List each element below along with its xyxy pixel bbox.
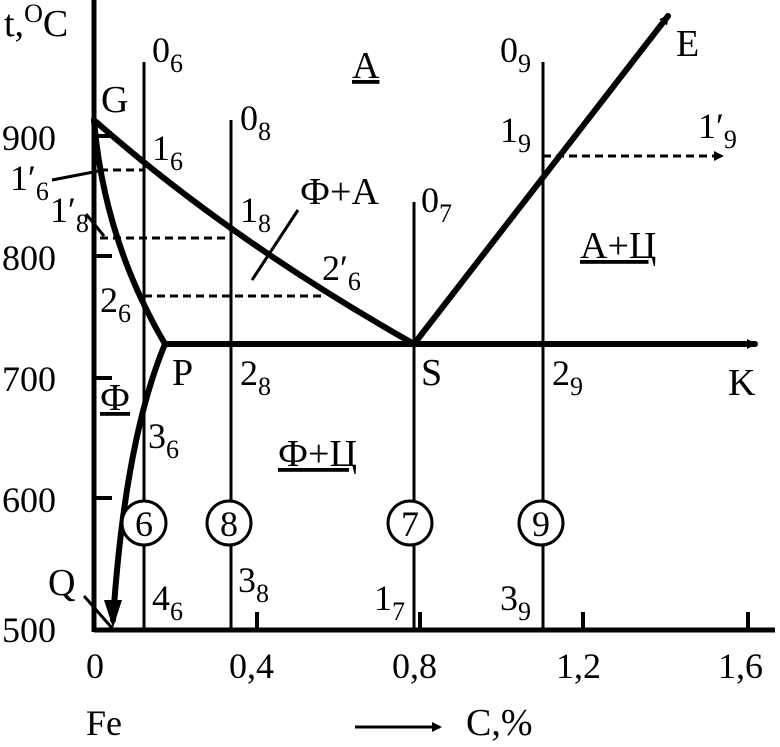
svg-text:9: 9 [532, 504, 550, 544]
alloy-circle-6: 6 [120, 499, 168, 547]
y-tick-label-600: 600 [2, 480, 56, 520]
x-tick-label-0.8: 0,8 [392, 646, 437, 686]
label-0-7: 07 [421, 180, 452, 228]
label-3-9: 39 [500, 578, 531, 626]
line-se [411, 13, 671, 347]
label-0-9: 09 [500, 30, 531, 78]
y-axis-label: t,OC [4, 0, 68, 45]
fe-label: Fe [86, 703, 122, 743]
y-tick-label-700: 700 [2, 359, 56, 399]
alloy-circle-9: 9 [517, 499, 565, 547]
x-tick-label-1.6: 1,6 [718, 646, 763, 686]
pointer-1p6 [51, 168, 105, 182]
point-q: Q [48, 562, 75, 604]
label-1-8: 18 [240, 190, 271, 238]
x-tick-label-0.4: 0,4 [229, 646, 274, 686]
line-pq [110, 341, 168, 623]
point-k: K [728, 362, 756, 404]
region-fc: Ф+Ц [278, 433, 357, 475]
label-3-8: 38 [238, 560, 269, 608]
alloy-circle-8: 8 [205, 499, 253, 547]
label-2-9: 29 [552, 353, 583, 401]
pointer-1p8 [84, 213, 106, 237]
svg-text:8: 8 [220, 504, 238, 544]
label-3-6: 36 [148, 416, 179, 464]
label-2-6: 26 [100, 280, 131, 328]
label-4-6: 46 [152, 578, 183, 626]
y-tick-label-500: 500 [2, 610, 56, 650]
alloy-circle-7: 7 [386, 499, 434, 547]
label-1-7: 17 [374, 578, 405, 626]
line-gs [91, 117, 417, 347]
pq-arrowhead [104, 600, 122, 628]
label-0-6: 06 [152, 30, 183, 78]
q-pointer [82, 595, 114, 629]
svg-text:7: 7 [401, 504, 419, 544]
label-2-8: 28 [240, 353, 271, 401]
x-tick-label-0: 0 [86, 646, 104, 686]
label-1p-6: 1′6 [10, 158, 49, 206]
label-2p-6: 2′6 [322, 248, 361, 296]
point-p: P [172, 352, 193, 394]
point-s: S [421, 352, 442, 394]
y-tick-label-800: 800 [2, 238, 56, 278]
region-ac: А+Ц [580, 225, 656, 267]
region-fa: Ф+А [300, 171, 379, 213]
region-a: A [352, 45, 380, 87]
label-1-9: 19 [500, 110, 531, 158]
line-gp [91, 117, 168, 347]
dashed-lines [100, 151, 724, 298]
svg-text:6: 6 [135, 504, 153, 544]
point-g: G [101, 79, 128, 121]
region-f: Ф [100, 377, 130, 419]
phase-lines [91, 13, 758, 623]
x-axis-label: C,% [466, 702, 533, 744]
y-tick-label-900: 900 [2, 118, 56, 158]
label-0-8: 08 [240, 98, 271, 146]
label-1p-9: 1′9 [698, 106, 737, 154]
label-1p-8: 1′8 [50, 190, 89, 238]
point-e: E [676, 23, 699, 65]
x-ticks [255, 612, 750, 630]
label-1-6: 16 [152, 128, 183, 176]
x-tick-label-1.2: 1,2 [556, 646, 601, 686]
pointer-fa [250, 209, 300, 281]
